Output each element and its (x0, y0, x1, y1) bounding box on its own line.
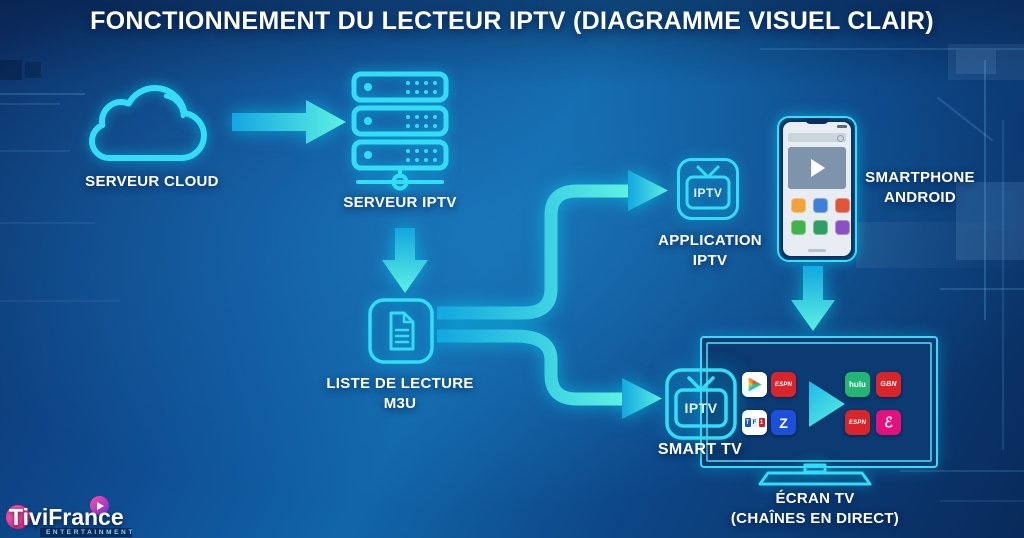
screen-label: ÉCRAN TV (CHAÎNES EN DIRECT) (705, 489, 925, 528)
pipe-playlist-to-app (437, 184, 628, 320)
tf1-app-icon: T F 1 (742, 410, 767, 435)
tf1-letter: T (744, 418, 751, 427)
document-icon (368, 298, 434, 364)
app-tile (835, 198, 850, 213)
logo-pink-circle (6, 505, 30, 529)
tivifrance-logo: TiviFrance ENTERTAINMENT (6, 496, 146, 537)
e-entertainment-app-icon: ℰ (876, 410, 901, 435)
arrow-cloud-to-server (232, 100, 346, 144)
smartphone-icon (777, 116, 857, 262)
gbn-app-icon: GBN (876, 372, 901, 397)
smart-tv-icon-text: IPTV (684, 400, 717, 416)
tv-screen: ESPN T F 1 Z hulu GBN ESPN ℰ (700, 336, 938, 468)
arrowhead-to-smarttv (622, 378, 662, 419)
play-icon (811, 159, 826, 177)
status-bar (837, 125, 847, 128)
application-label-line1: APPLICATION (658, 232, 762, 249)
smart-tv-icon: IPTV (665, 368, 737, 440)
server-icon (351, 71, 449, 191)
app-tile (791, 220, 806, 235)
application-label: APPLICATION IPTV (640, 231, 780, 270)
tf1-letter: F (751, 418, 758, 427)
arrowhead-to-app (628, 170, 668, 211)
app-tile (813, 198, 828, 213)
cloud-icon (89, 85, 207, 161)
smartphone-screen (783, 122, 851, 256)
tv-stand (758, 463, 872, 486)
logo-tagline: ENTERTAINMENT (46, 529, 135, 536)
phone-notch (805, 118, 829, 124)
play-store-icon (742, 372, 767, 397)
multicolor-play-glyph (748, 377, 762, 392)
tf1-letter-blocks: T F 1 (744, 418, 765, 427)
arrow-server-to-playlist (382, 228, 428, 293)
playlist-label-line2: M3U (383, 394, 417, 412)
smartphone-label-line2: ANDROID (883, 188, 957, 206)
server-label: SERVEUR IPTV (343, 194, 457, 211)
logo-play-icon (90, 496, 109, 515)
iptv-app-icon: IPTV (677, 158, 739, 220)
page-title: FONCTIONNEMENT DU LECTEUR IPTV (DIAGRAMM… (90, 7, 934, 35)
screen-label-line2: (CHAÎNES EN DIRECT) (730, 509, 900, 527)
smart-tv-label: SMART TV (657, 441, 743, 458)
pipe-playlist-to-smarttv (437, 329, 622, 406)
search-bar (788, 133, 846, 142)
smartphone-label-line1: SMARTPHONE (865, 169, 975, 186)
playlist-label-line1: LISTE DE LECTURE (326, 375, 474, 392)
app-tile (835, 220, 850, 235)
logo-text: TiviFrance (9, 504, 124, 530)
home-indicator (808, 249, 826, 252)
z-app-icon: Z (771, 410, 796, 435)
application-label-line2: IPTV (692, 251, 728, 269)
tf1-letter: 1 (758, 418, 765, 427)
cloud-label: SERVEUR CLOUD (85, 173, 219, 190)
video-player (788, 147, 846, 189)
tv-play-icon (809, 381, 845, 427)
hulu-app-icon: hulu (845, 372, 870, 397)
smartphone-label: SMARTPHONE ANDROID (845, 168, 995, 207)
playlist-label: LISTE DE LECTURE M3U (320, 374, 480, 413)
iptv-app-icon-text: IPTV (694, 186, 723, 200)
app-tile (791, 198, 806, 213)
screen-label-line1: ÉCRAN TV (775, 490, 855, 507)
logo-strip (40, 528, 132, 537)
app-tile (813, 220, 828, 235)
arrow-phone-to-tv (791, 266, 835, 331)
espn2-app-icon: ESPN (845, 410, 870, 435)
espn-app-icon: ESPN (771, 372, 796, 397)
